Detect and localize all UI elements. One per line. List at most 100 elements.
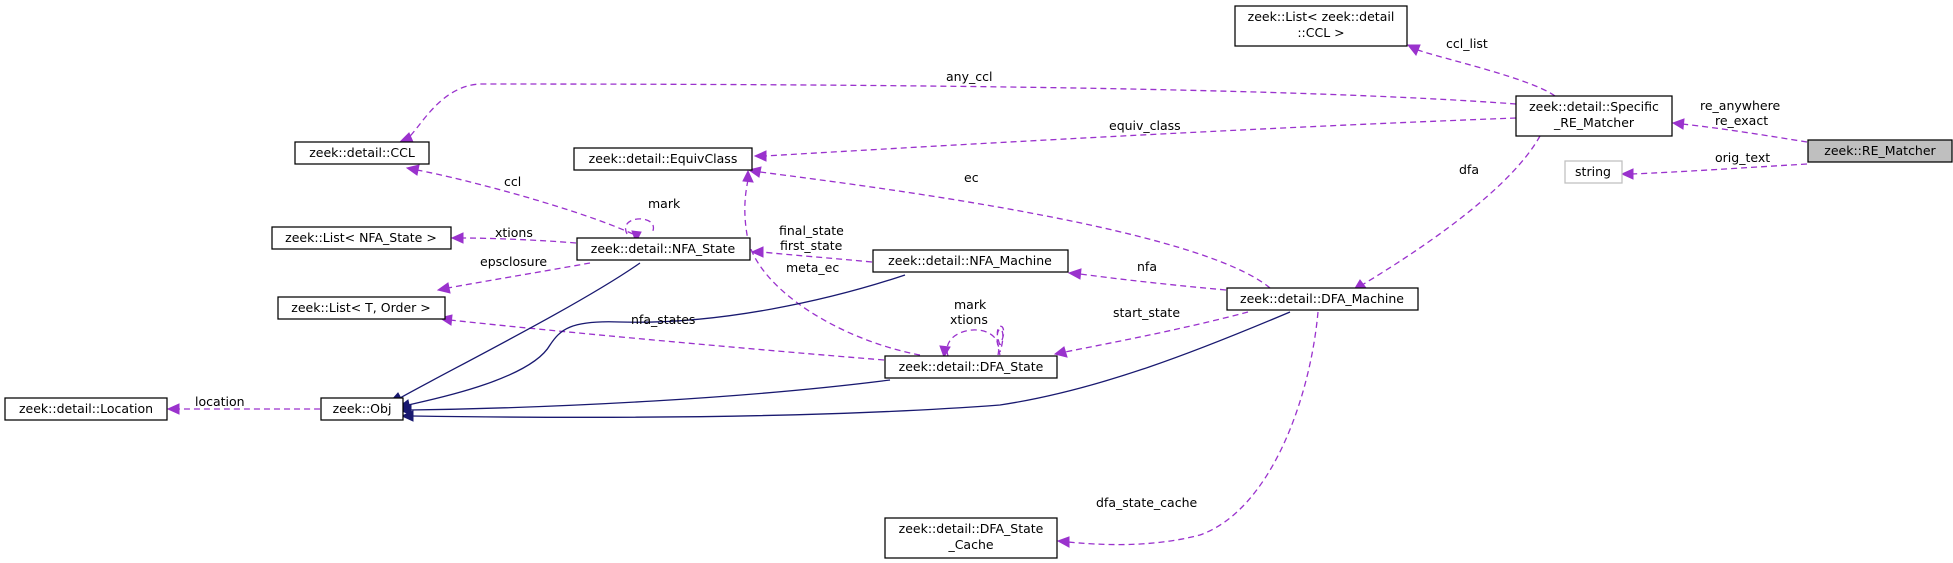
- arrowhead: [398, 404, 412, 416]
- node-dfa-state-cache[interactable]: zeek::detail::DFA_State _Cache: [884, 517, 1058, 559]
- edge-nfa-state-to-list-t-order: [447, 262, 591, 289]
- node-dfa-machine[interactable]: zeek::detail::DFA_Machine: [1226, 287, 1419, 311]
- edge-re-matcher-to-string: [1631, 163, 1808, 175]
- node-obj[interactable]: zeek::Obj: [320, 397, 404, 421]
- label-location: location: [195, 394, 245, 409]
- label-ec: ec: [964, 170, 979, 185]
- node-dfa-state-label: zeek::detail::DFA_State: [899, 359, 1044, 374]
- usage-edges: [166, 44, 1808, 548]
- node-specific-re-matcher-label-line1: zeek::detail::Specific: [1529, 99, 1659, 114]
- arrowhead: [1056, 536, 1070, 548]
- label-epsclosure: epsclosure: [480, 254, 547, 269]
- arrowhead: [742, 169, 754, 183]
- edge-dfa-state-self: [996, 325, 1005, 356]
- node-nfa-machine-label: zeek::detail::NFA_Machine: [888, 253, 1052, 268]
- node-specific-re-matcher[interactable]: zeek::detail::Specific _RE_Matcher: [1515, 95, 1673, 137]
- edge-labels: re_anywhere re_exact orig_text ccl_list …: [195, 36, 1780, 510]
- edge-specific-to-list-ccl: [1417, 49, 1556, 97]
- node-obj-label: zeek::Obj: [333, 401, 392, 416]
- node-dfa-machine-label: zeek::detail::DFA_Machine: [1240, 291, 1404, 306]
- label-re-exact: re_exact: [1715, 113, 1768, 128]
- node-list-nfa-state-label: zeek::List< NFA_State >: [285, 230, 437, 245]
- label-xtions: xtions: [495, 225, 533, 240]
- arrowhead: [166, 403, 180, 415]
- node-nfa-state-label: zeek::detail::NFA_State: [591, 241, 736, 256]
- node-list-t-order-label: zeek::List< T, Order >: [291, 300, 430, 315]
- label-dfa-state-cache: dfa_state_cache: [1096, 495, 1197, 510]
- arrowhead: [1620, 168, 1634, 180]
- node-equiv-class[interactable]: zeek::detail::EquivClass: [573, 147, 753, 171]
- edge-specific-to-equivclass: [764, 117, 1517, 157]
- arrowhead: [436, 282, 451, 294]
- node-list-nfa-state[interactable]: zeek::List< NFA_State >: [271, 226, 452, 250]
- label-nfa: nfa: [1137, 259, 1157, 274]
- node-dfa-state[interactable]: zeek::detail::DFA_State: [884, 355, 1058, 379]
- arrowhead: [1406, 44, 1421, 56]
- node-location-label: zeek::detail::Location: [19, 401, 153, 416]
- node-string[interactable]: string: [1564, 160, 1623, 184]
- label-any-ccl: any_ccl: [946, 69, 992, 84]
- label-final-state: final_state: [779, 223, 844, 238]
- edge-re-matcher-to-specific-re-matcher: [1681, 123, 1808, 143]
- edge-dfa-machine-to-dfa-state-cache: [1067, 311, 1319, 546]
- node-specific-re-matcher-label-line2: _RE_Matcher: [1553, 115, 1635, 130]
- node-re-matcher[interactable]: zeek::RE_Matcher: [1807, 139, 1953, 163]
- arrowhead: [939, 345, 951, 359]
- node-dfa-state-cache-label-line2: _Cache: [947, 537, 993, 552]
- node-nfa-machine[interactable]: zeek::detail::NFA_Machine: [872, 249, 1069, 273]
- node-dfa-state-cache-label-line1: zeek::detail::DFA_State: [899, 521, 1044, 536]
- label-orig-text: orig_text: [1715, 150, 1770, 165]
- arrowhead: [1671, 118, 1685, 130]
- arrowhead: [750, 246, 764, 258]
- label-re-anywhere: re_anywhere: [1700, 98, 1780, 113]
- label-equiv-class: equiv_class: [1109, 118, 1181, 133]
- nodes: zeek::RE_Matcher zeek::detail::Specific …: [4, 5, 1953, 559]
- label-mark: mark: [648, 196, 681, 211]
- arrowhead: [405, 164, 420, 176]
- arrowhead: [450, 232, 464, 244]
- edge-dfa-state-to-equivclass: [744, 179, 921, 356]
- edge-dfa-machine-inherits-obj: [411, 311, 1291, 419]
- node-string-label: string: [1575, 164, 1611, 179]
- label-nfa-states: nfa_states: [631, 312, 695, 327]
- edge-dfa-state-to-list-t-order: [449, 319, 885, 361]
- label-mark-2: mark: [954, 297, 987, 312]
- edge-dfa-machine-to-equivclass: [759, 171, 1271, 289]
- inheritance-edges: [388, 262, 1291, 422]
- label-ccl: ccl: [504, 174, 521, 189]
- edge-nfa-state-to-list-nfa-state: [461, 237, 577, 244]
- edge-nfa-state-inherits-obj: [399, 262, 641, 399]
- edge-dfa-state-self-loop: [946, 329, 1000, 357]
- label-dfa: dfa: [1459, 162, 1479, 177]
- node-list-t-order[interactable]: zeek::List< T, Order >: [277, 296, 446, 320]
- label-start-state: start_state: [1113, 305, 1180, 320]
- arrowhead: [1053, 346, 1068, 358]
- edge-dfa-state-inherits-obj: [409, 379, 891, 411]
- label-xtions-2: xtions: [950, 312, 988, 327]
- label-meta-ec: meta_ec: [786, 260, 839, 275]
- edge-specific-to-dfa-machine: [1361, 135, 1541, 286]
- arrowhead: [753, 150, 767, 162]
- label-first-state: first_state: [780, 238, 843, 253]
- node-list-ccl[interactable]: zeek::List< zeek::detail ::CCL >: [1234, 5, 1408, 47]
- edge-nfa-state-self: [624, 218, 655, 235]
- edge-dfa-machine-to-dfa-state: [1064, 311, 1249, 353]
- arrowhead: [400, 410, 414, 422]
- node-location[interactable]: zeek::detail::Location: [4, 397, 168, 421]
- edge-dfa-machine-to-nfa-machine: [1079, 273, 1227, 291]
- edge-specific-to-ccl: [407, 83, 1517, 139]
- edge-nfa-state-to-ccl: [416, 169, 634, 235]
- edge-nfa-machine-to-nfa-state: [761, 251, 873, 263]
- node-equiv-class-label: zeek::detail::EquivClass: [589, 151, 738, 166]
- node-list-ccl-label-line2: ::CCL >: [1297, 25, 1344, 40]
- label-ccl-list: ccl_list: [1446, 36, 1488, 51]
- arrowhead: [1067, 268, 1082, 280]
- node-re-matcher-label: zeek::RE_Matcher: [1824, 143, 1936, 158]
- node-nfa-state[interactable]: zeek::detail::NFA_State: [576, 237, 751, 261]
- node-ccl[interactable]: zeek::detail::CCL: [294, 141, 430, 165]
- node-ccl-label: zeek::detail::CCL: [309, 145, 415, 160]
- arrowhead: [631, 230, 642, 244]
- edge-nfa-machine-inherits-obj: [407, 274, 906, 406]
- node-list-ccl-label-line1: zeek::List< zeek::detail: [1248, 9, 1395, 24]
